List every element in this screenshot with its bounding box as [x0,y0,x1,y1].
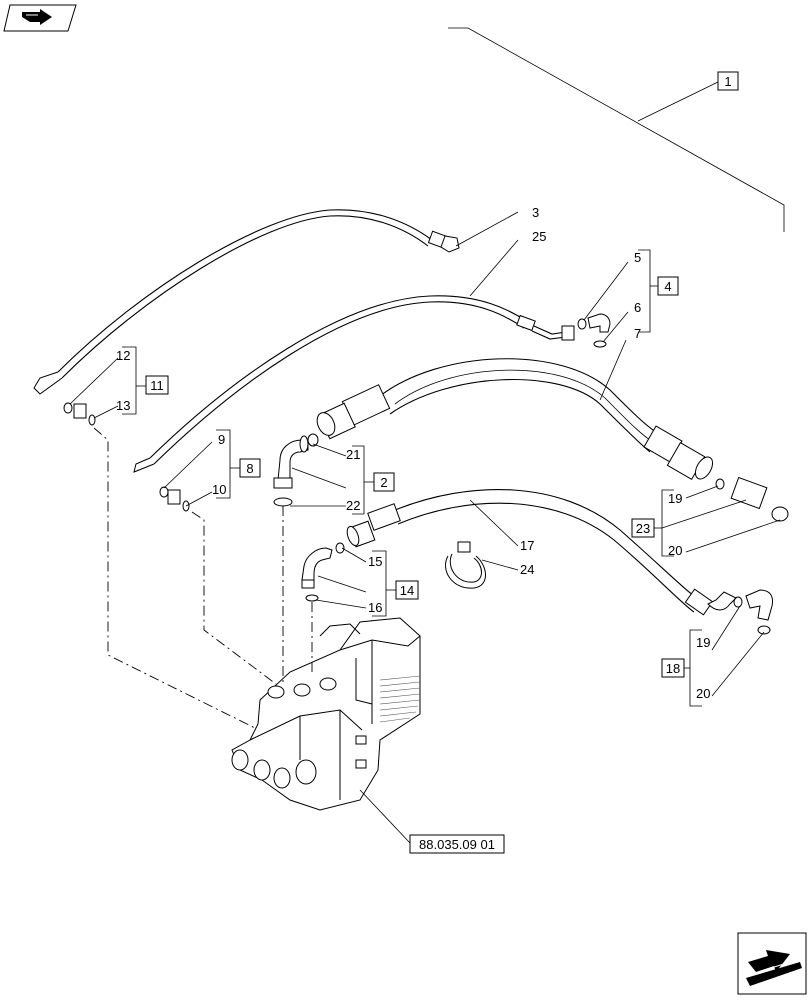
svg-text:14: 14 [400,583,414,598]
callout-24: 24 [520,562,534,577]
fitting-14 [301,542,345,602]
svg-text:4: 4 [664,279,671,294]
hose-3 [33,209,460,395]
svg-text:11: 11 [150,378,164,393]
callout-4: 4 [657,276,679,296]
fitting-18 [733,589,773,635]
svg-text:2: 2 [380,475,387,490]
fitting-11 [63,402,96,426]
back-arrow-icon[interactable] [3,4,77,32]
assembly-leader [448,27,785,232]
callout-19-upper: 19 [668,491,682,506]
hose-clamp-24 [445,541,486,589]
callout-6: 6 [634,300,641,315]
fitting-8 [159,486,190,512]
adapter-23 [715,476,789,522]
svg-text:18: 18 [666,661,680,676]
callout-9: 9 [218,432,225,447]
callout-21: 21 [346,447,360,462]
callout-22: 22 [346,498,360,513]
callout-7: 7 [634,326,641,341]
hose-7 [316,358,714,480]
leader-lines [69,211,781,697]
reference-box[interactable]: 88.035.09 01 [409,834,505,854]
callout-17: 17 [520,538,534,553]
callout-3: 3 [532,205,539,220]
callout-20-lower: 20 [696,686,710,701]
callout-11: 11 [145,375,169,395]
hose-25 [133,295,575,473]
callout-12: 12 [116,348,130,363]
callout-18: 18 [661,658,685,678]
svg-text:23: 23 [636,521,650,536]
callout-13: 13 [116,398,130,413]
callout-15: 15 [368,554,382,569]
fitting-2 [273,433,319,507]
svg-text:1: 1 [724,74,731,89]
callout-23: 23 [631,518,655,538]
group-brackets [122,249,702,707]
callout-19-lower: 19 [696,635,710,650]
callout-14: 14 [395,580,419,600]
hose-17 [346,488,737,616]
callout-16: 16 [368,600,382,615]
callout-10: 10 [212,482,226,497]
callout-25: 25 [532,229,546,244]
callout-5: 5 [634,250,641,265]
callout-8: 8 [239,458,261,478]
fitting-4 [577,313,611,348]
svg-text:8: 8 [246,461,253,476]
callout-1: 1 [717,71,739,91]
svg-text:88.035.09 01: 88.035.09 01 [419,837,495,852]
callout-20-upper: 20 [668,543,682,558]
callout-2: 2 [373,472,395,492]
connection-lines [93,427,411,844]
next-page-arrow-icon[interactable] [737,932,807,995]
control-valve-block [231,617,421,811]
